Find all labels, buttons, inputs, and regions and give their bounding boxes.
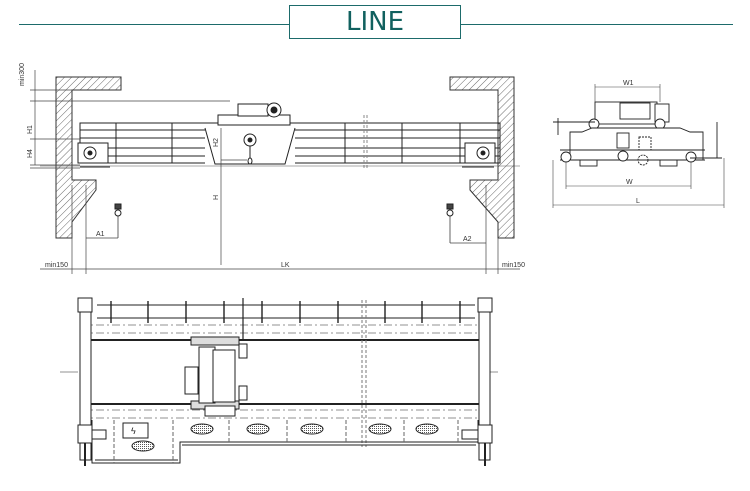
front-view — [30, 70, 520, 274]
dim-span: LK — [281, 262, 290, 269]
dim-h4: H4 — [27, 149, 34, 158]
dim-l: L — [636, 198, 640, 205]
top-view — [60, 297, 498, 466]
right-wall — [449, 76, 515, 239]
dim-a2: A2 — [463, 236, 472, 243]
page-title: LINE — [289, 5, 461, 39]
dim-min300: min300 — [19, 63, 26, 86]
side-view — [552, 84, 725, 208]
dim-min150-left: min150 — [45, 262, 68, 269]
header-rule-right — [461, 24, 733, 25]
electric-panel-icon — [122, 422, 149, 439]
dim-w1: W1 — [623, 80, 634, 87]
dim-a1: A1 — [96, 231, 105, 238]
dim-w: W — [626, 179, 633, 186]
header-rule-left — [19, 24, 289, 25]
dim-min150-right: min150 — [502, 262, 525, 269]
page-title-text: LINE — [345, 7, 405, 37]
dim-h1: H1 — [27, 125, 34, 134]
dim-h: H — [213, 195, 220, 200]
dim-h2: H2 — [213, 138, 220, 147]
panel-symbol: ϟ — [131, 426, 136, 436]
